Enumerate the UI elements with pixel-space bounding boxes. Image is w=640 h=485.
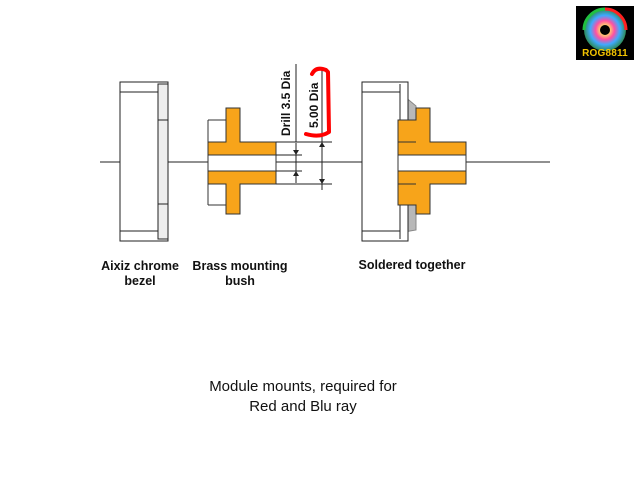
bezel-part	[119, 81, 169, 242]
bezel-label-line-1: Aixiz chrome	[101, 259, 179, 273]
bush-label-line-2: bush	[225, 274, 255, 288]
logo-swirl-icon	[582, 7, 628, 51]
logo-text: ROG8811	[582, 48, 628, 59]
brass-bush-part	[207, 107, 277, 215]
bezel-label: Aixiz chrome bezel	[88, 259, 192, 289]
outer-dimension-label: 5.00 Dia	[307, 82, 321, 128]
soldered-assembly	[361, 81, 467, 242]
bush-label-line-1: Brass mounting	[192, 259, 288, 273]
bush-label: Brass mounting bush	[186, 259, 294, 289]
logo: ROG8811	[576, 6, 634, 60]
bezel-label-line-2: bezel	[124, 274, 156, 288]
highlight-bracket	[304, 66, 331, 138]
caption-line-2: Red and Blu ray	[249, 398, 357, 415]
caption-line-1: Module mounts, required for	[209, 378, 397, 395]
caption: Module mounts, required for Red and Blu …	[160, 377, 446, 417]
soldered-label: Soldered together	[358, 258, 466, 272]
drill-dimension-label: Drill 3.5 Dia	[279, 70, 293, 136]
dimension-arrows	[293, 142, 325, 184]
